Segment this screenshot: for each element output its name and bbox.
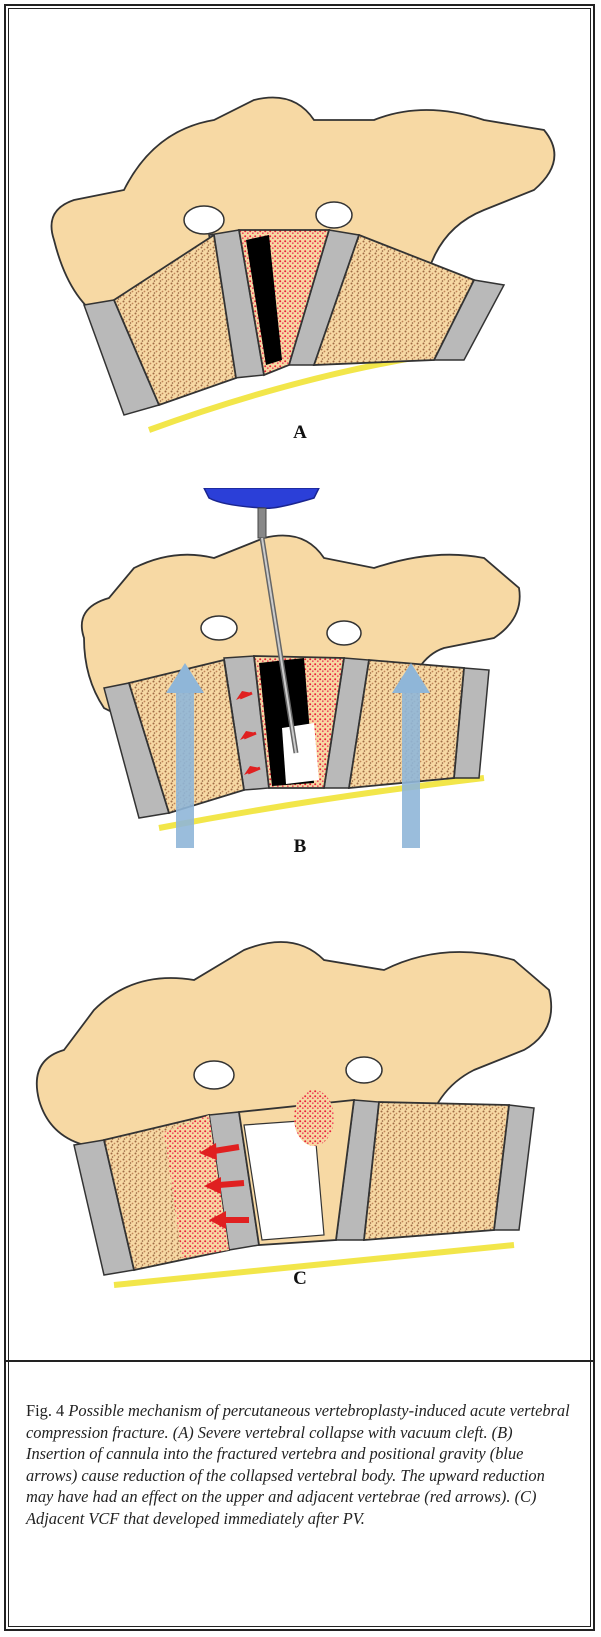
panel-a-illustration (14, 60, 586, 440)
panel-b-illustration (14, 488, 586, 848)
panel-b: B (14, 488, 586, 868)
cement (282, 723, 319, 784)
panel-c-illustration (14, 900, 586, 1300)
cleft-red-area (294, 1090, 334, 1146)
vertebral-body (364, 1102, 509, 1240)
panel-c: C (14, 900, 586, 1320)
figure-number: Fig. 4 (26, 1401, 64, 1420)
panel-a-label: A (14, 422, 586, 444)
caption-text: Possible mechanism of percutaneous verte… (26, 1401, 570, 1528)
panel-b-label: B (14, 836, 586, 858)
figure-caption: Fig. 4 Possible mechanism of percutaneou… (26, 1400, 574, 1529)
cannula-handle (204, 488, 319, 508)
caption-divider (6, 1360, 595, 1362)
panel-a: A (14, 60, 586, 450)
panel-c-label: C (14, 1268, 586, 1290)
